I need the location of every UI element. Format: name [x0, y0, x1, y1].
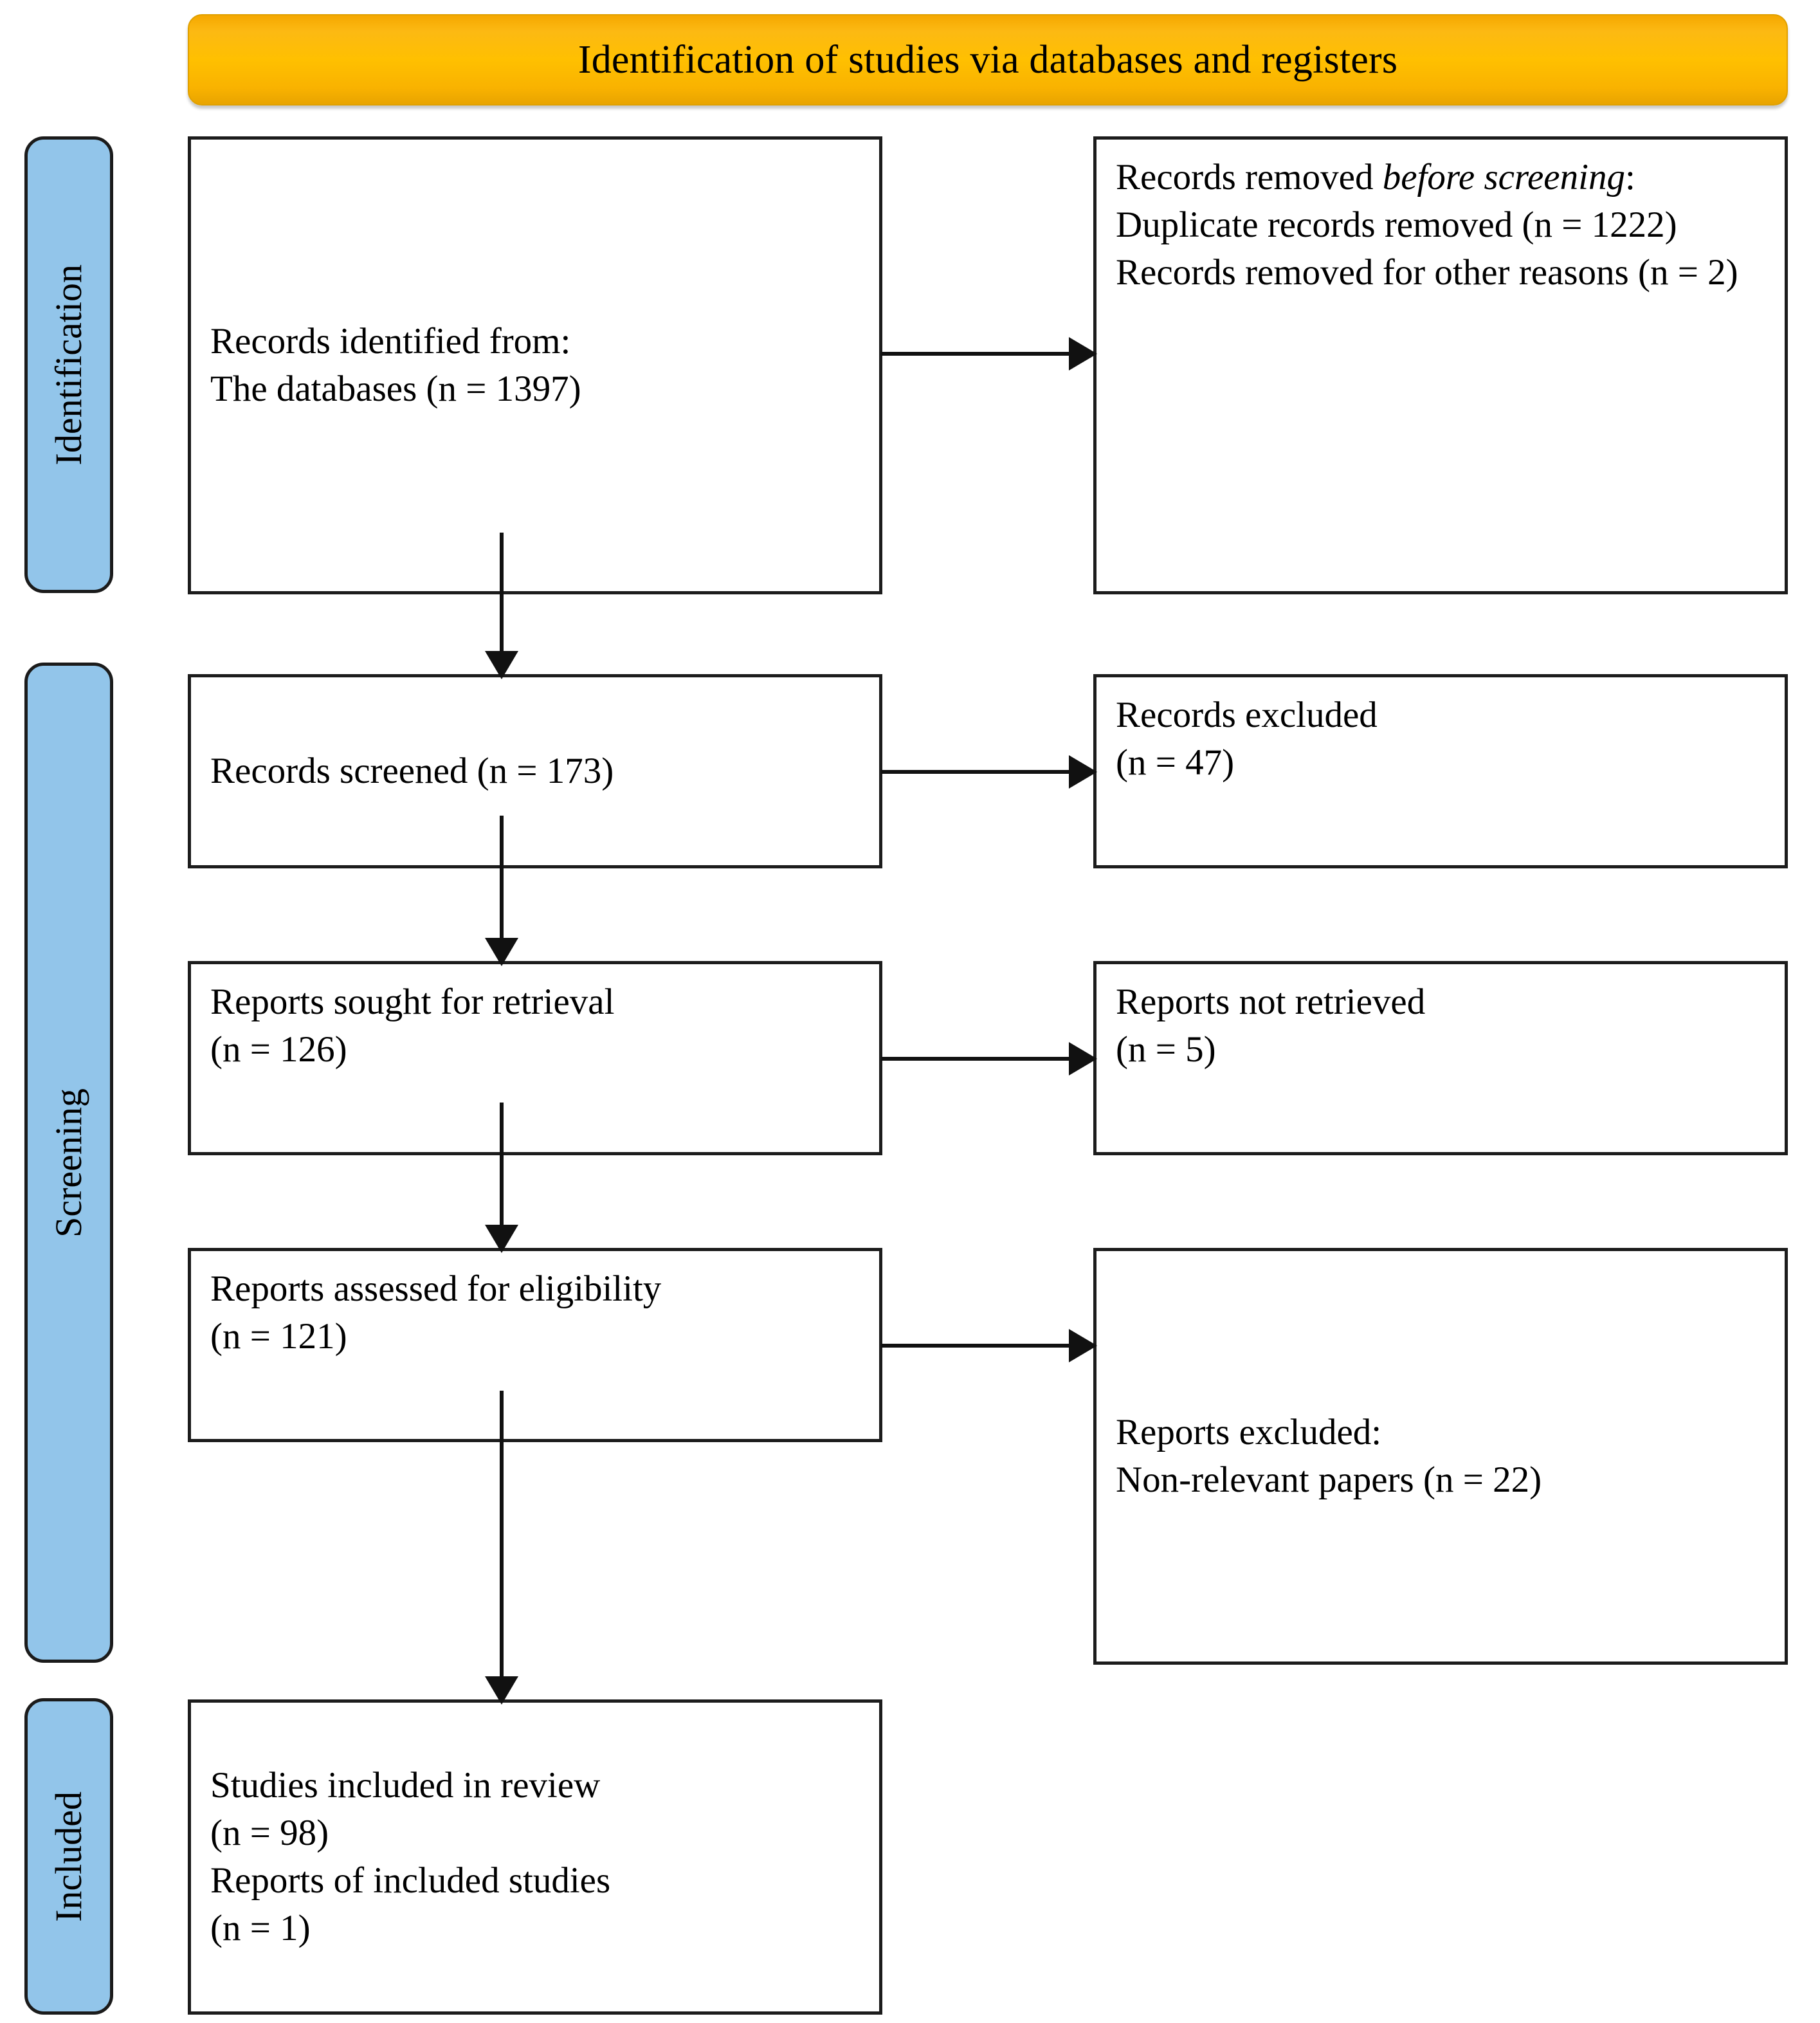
arrow-sought-to-not-retrieved — [881, 1039, 1097, 1078]
records-removed-other: Records removed for other reasons (n = 2… — [1116, 252, 1738, 293]
records-identified-line1: Records identified from: — [210, 320, 571, 362]
records-excluded-line1: Records excluded — [1116, 695, 1378, 735]
studies-included-line4: (n = 1) — [210, 1908, 311, 1949]
box-records-screened: Records screened (n = 173) — [188, 674, 882, 868]
arrow-stem — [881, 1344, 1074, 1348]
phase-label-identification: Identification — [24, 136, 113, 593]
arrow-head-down-icon — [485, 1676, 518, 1705]
records-excluded-line2: (n = 47) — [1116, 742, 1235, 783]
arrow-stem — [500, 1103, 504, 1229]
records-removed-heading-italic: before screening — [1382, 157, 1625, 197]
reports-assessed-line1: Reports assessed for eligibility — [210, 1268, 662, 1309]
arrow-head-right-icon — [1069, 755, 1097, 789]
reports-sought-line2: (n = 126) — [210, 1029, 347, 1070]
records-removed-heading-prefix: Records removed — [1116, 157, 1383, 197]
records-removed-heading: Records removed before screening: — [1116, 154, 1765, 201]
reports-excluded-line2: Non-relevant papers (n = 22) — [1116, 1460, 1542, 1500]
arrow-stem — [881, 770, 1074, 774]
arrow-stem — [500, 533, 504, 655]
records-identified-line2: The databases (n = 1397) — [210, 369, 581, 409]
phase-label-screening-text: Screening — [48, 1088, 89, 1238]
arrow-head-down-icon — [485, 651, 518, 679]
reports-not-retrieved-line2: (n = 5) — [1116, 1029, 1216, 1070]
studies-included-line3: Reports of included studies — [210, 1860, 611, 1901]
arrow-stem — [881, 352, 1074, 356]
records-screened-line1: Records screened (n = 173) — [210, 750, 614, 791]
studies-included-line1: Studies included in review — [210, 1764, 601, 1806]
box-records-excluded: Records excluded (n = 47) — [1093, 674, 1788, 868]
arrow-stem — [881, 1057, 1074, 1061]
arrow-screened-to-records-excluded — [881, 753, 1097, 791]
box-reports-sought-for-retrieval: Reports sought for retrieval (n = 126) — [188, 961, 882, 1155]
arrow-head-right-icon — [1069, 1042, 1097, 1076]
arrow-identified-to-screened — [450, 533, 553, 679]
phase-label-included-text: Included — [48, 1791, 89, 1922]
arrow-stem — [500, 1391, 504, 1680]
box-reports-excluded: Reports excluded: Non-relevant papers (n… — [1093, 1248, 1788, 1665]
arrow-screened-to-sought — [450, 816, 553, 966]
box-records-identified: Records identified from: The databases (… — [188, 136, 882, 594]
studies-included-line2: (n = 98) — [210, 1812, 329, 1853]
reports-not-retrieved-line1: Reports not retrieved — [1116, 982, 1426, 1022]
arrow-assessed-to-reports-excluded — [881, 1326, 1097, 1365]
arrow-stem — [500, 816, 504, 942]
phase-label-included: Included — [24, 1698, 113, 2015]
diagram-header-banner: Identification of studies via databases … — [188, 14, 1788, 105]
records-removed-heading-suffix: : — [1624, 157, 1635, 197]
phase-label-identification-text: Identification — [48, 264, 89, 466]
box-reports-not-retrieved: Reports not retrieved (n = 5) — [1093, 961, 1788, 1155]
arrow-assessed-to-included — [450, 1391, 553, 1705]
box-studies-included-in-review: Studies included in review (n = 98) Repo… — [188, 1699, 882, 2015]
diagram-header-title: Identification of studies via databases … — [578, 37, 1398, 82]
arrow-head-right-icon — [1069, 337, 1097, 371]
arrow-head-down-icon — [485, 1225, 518, 1253]
arrow-head-down-icon — [485, 938, 518, 966]
box-records-removed-before-screening: Records removed before screening: Duplic… — [1093, 136, 1788, 594]
phase-label-screening: Screening — [24, 663, 113, 1663]
records-removed-duplicates: Duplicate records removed (n = 1222) — [1116, 205, 1677, 246]
reports-sought-line1: Reports sought for retrieval — [210, 982, 615, 1022]
box-reports-assessed-for-eligibility: Reports assessed for eligibility (n = 12… — [188, 1248, 882, 1442]
arrow-identified-to-removed — [881, 334, 1097, 373]
reports-assessed-line2: (n = 121) — [210, 1316, 347, 1357]
reports-excluded-line1: Reports excluded: — [1116, 1411, 1382, 1452]
arrow-sought-to-assessed — [450, 1103, 553, 1253]
arrow-head-right-icon — [1069, 1329, 1097, 1362]
